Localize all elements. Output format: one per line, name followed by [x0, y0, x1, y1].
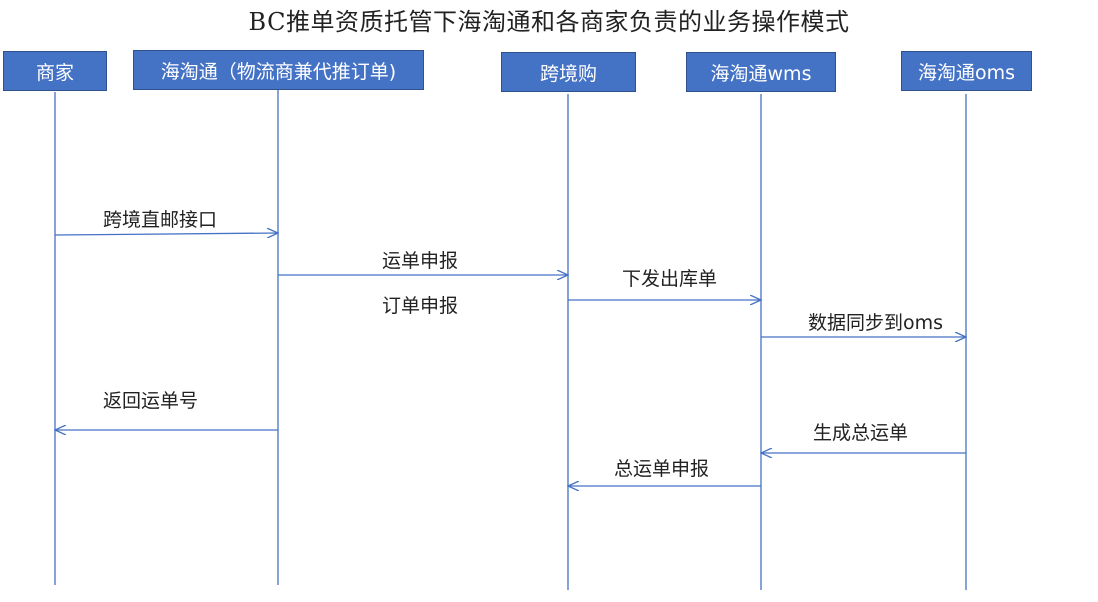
msg-sync-oms: 数据同步到oms — [808, 312, 944, 334]
msg-order-declare: 订单申报 — [382, 295, 459, 317]
msg-direct-mail-api: 跨境直邮接口 — [103, 209, 218, 231]
arrow-direct-mail-api — [54, 233, 278, 235]
actor-kuajinggou: 跨境购 — [501, 52, 636, 92]
msg-outbound-order: 下发出库单 — [622, 268, 718, 290]
msg-return-waybill: 返回运单号 — [103, 390, 199, 412]
actor-haitaotong-oms: 海淘通oms — [901, 51, 1032, 91]
actor-haitaotong: 海淘通（物流商兼代推订单) — [133, 50, 424, 90]
diagram-title: BC推单资质托管下海淘通和各商家负责的业务操作模式 — [248, 8, 850, 36]
actor-haitaotong-wms: 海淘通wms — [686, 52, 836, 92]
msg-master-declare: 总运单申报 — [614, 458, 710, 480]
actor-merchant: 商家 — [3, 51, 107, 91]
msg-waybill-declare: 运单申报 — [382, 250, 459, 272]
msg-master-waybill: 生成总运单 — [813, 422, 909, 444]
